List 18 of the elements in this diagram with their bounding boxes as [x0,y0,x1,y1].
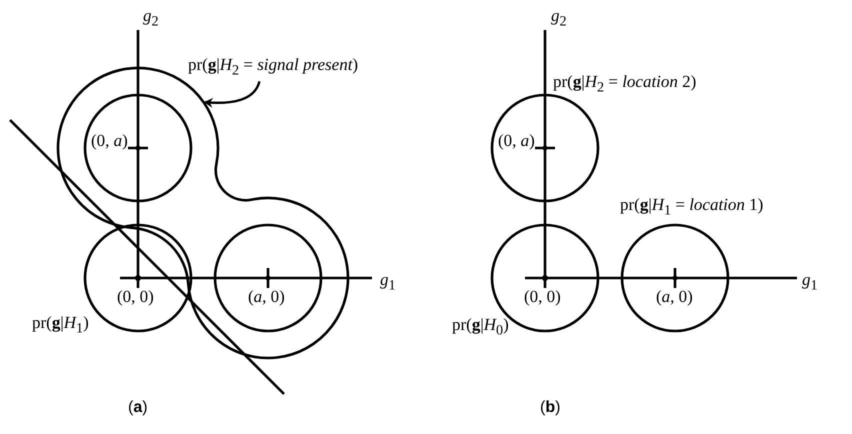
panel-label: (a) [128,398,148,418]
point-label: (0, 0) [524,287,561,307]
panel-label: (b) [540,398,560,418]
point-label: (0, a) [498,131,535,151]
curve-label: pr(g|H$_{0}$) [452,315,509,340]
point-label: (0, 0) [117,287,154,307]
curve-label: pr(g|H$_{1}$) [32,313,89,338]
axis-label: g$_{2}$ [551,6,567,32]
curve-label: pr(g|H$_{2}$ = signal present) [188,55,358,80]
curve-label: pr(g|H$_{2}$ = location 2) [553,72,696,98]
point-label: (0, a) [91,131,128,151]
point-label: (a, 0) [248,287,285,307]
axis-label: g$_{1}$ [380,270,396,296]
point-label: (a, 0) [656,287,693,307]
axis-label: g$_{1}$ [802,270,818,296]
axis-label: g$_{2}$ [143,6,159,32]
leader-arrow [204,81,261,108]
curve-label: pr(g|H$_{1}$ = location 1) [620,195,764,220]
